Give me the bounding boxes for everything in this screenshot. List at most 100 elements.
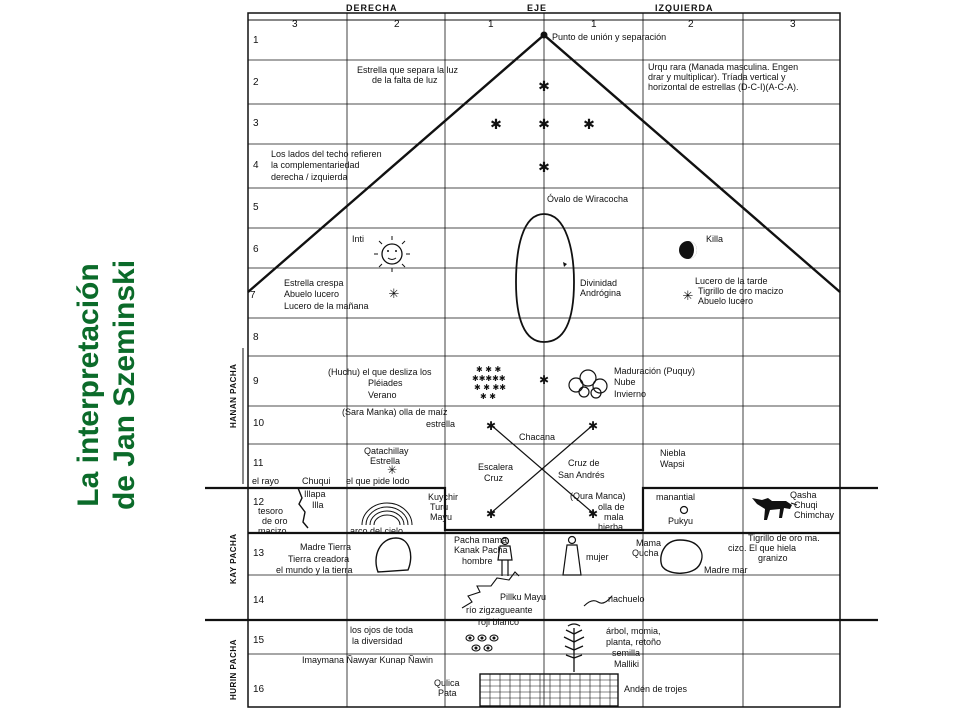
label-arco-cielo: arco del cielo [350,526,403,536]
label-pukyu: Pukyu [668,516,693,526]
roof-apex-point [540,31,548,39]
label-pacha-mama: Pacha mama [454,535,507,545]
label-nube: Nube [614,377,636,387]
label-ovalo: Óvalo de Wiracocha [547,194,628,204]
pleiades-icon: ✱ ✱ ✱ ✱✱✱✱✱ ✱ ✱ ✱✱ ✱ ✱ [472,365,506,401]
label-tigrillo-ma: Tigrillo de oro ma. [748,533,820,543]
label-chuqui: Chuqui [302,476,331,486]
label-turu: Turu [430,502,448,512]
label-abuelo-lucero-2: Abuelo lucero [698,296,753,306]
puma-icon [752,498,798,520]
zigzag-river-icon [461,571,520,609]
label-cruz: Cruz [484,473,504,483]
moon-icon [679,241,697,259]
label-mayu: Mayu [430,512,452,522]
label-qasha: Qasha [790,490,817,500]
title-line-1: La interpretación [72,263,105,506]
label-kuychir: Kuychir [428,492,458,502]
sea-icon [660,539,703,574]
label-urqu-1: Urqu rara (Manada masculina. Engen [648,62,798,72]
label-qulica: Qulica [434,678,460,688]
label-tigrillo-oro: Tigrillo de oro macizo [698,286,783,296]
earth-icon [375,537,412,573]
label-hombre: hombre [462,556,493,566]
label-planta-retono: planta, retoño [606,637,661,647]
lightning-icon [297,487,309,529]
label-androgina: Andrógina [580,288,621,298]
row-number: 4 [253,160,259,171]
label-ojos-toda: los ojos de toda [350,625,413,635]
column-label: 3 [790,19,796,30]
label-escalera: Escalera [478,462,513,472]
label-madre-mar: Madre mar [704,565,748,575]
wiracocha-oval [515,213,575,343]
star-icon: ✱ [588,419,598,433]
header-right: IZQUIERDA [655,3,714,13]
rainbow-icon [361,502,413,526]
label-riachuelo: riachuelo [608,594,645,604]
label-lucero-manana: Lucero de la mañana [284,301,369,311]
row-number: 13 [253,548,265,559]
label-pata: Pata [438,688,457,698]
label-madre-tierra: Madre Tierra [300,542,351,552]
label-chimchay: Chimchay [794,510,835,520]
label-chacana: Chacana [519,432,555,442]
label-urqu-3: horizontal de estrellas (D-C-I)(A-C-A). [648,82,799,92]
label-pide-lodo: el que pide lodo [346,476,410,486]
label-diversidad: la diversidad [352,636,403,646]
label-illapa: Illapa [304,489,326,499]
label-punto-union: Punto de unión y separación [552,32,666,42]
grid-columns [346,13,744,707]
column-label: 1 [488,19,494,30]
label-pillku-mayu: Pillku Mayu [500,592,546,602]
star-icon: ✳ [387,463,397,477]
label-kanak-pacha: Kanak Pacha [454,545,508,555]
label-qatachillay: Qatachillay [364,446,409,456]
storehouse-grid-icon [479,673,619,707]
column-label: 1 [591,19,597,30]
label-divinidad: Divinidad [580,278,617,288]
label-wapsi: Wapsi [660,459,685,469]
label-semilla: semilla [612,648,640,658]
star-icons: ✱ ✱ ✱ ✱ ✱ [490,79,595,176]
row-number: 14 [253,595,265,606]
row-number: 1 [253,35,259,46]
star-icon: ✱ [588,507,598,521]
grid-rows [248,59,840,655]
label-niebla: Niebla [660,448,686,458]
row-number: 7 [250,290,256,301]
label-san-andres: San Andrés [558,470,605,480]
star-icon: ✱ [538,117,550,133]
sun-icon [374,236,410,272]
woman-icon [562,535,582,576]
row-number: 10 [253,418,265,429]
label-killa: Killa [706,234,723,244]
man-icon [497,536,513,576]
label-estrella-sara: estrella [426,419,455,429]
section-kay-pacha: KAY PACHA [229,533,238,584]
row-number: 6 [253,244,259,255]
label-lucero-tarde: Lucero de la tarde [695,276,768,286]
svg-text:✱ ✱ ✱: ✱ ✱ ✱ [476,365,501,374]
label-urqu-2: drar y multiplicar). Tríada vertical y [648,72,786,82]
label-qura-manca: (Qura Manca) [570,491,626,501]
star-icons: ✱ ✱ ✱ ✱ [486,419,598,521]
label-mujer: mujer [586,552,609,562]
svg-text:✱ ✱: ✱ ✱ [480,392,496,401]
star-icon: ✱ [486,419,496,433]
row-number: 2 [253,77,259,88]
label-lados-2: la complementariedad [271,160,360,170]
label-sara-manka: (Sara Manka) olla de maíz [342,407,448,417]
label-chuqi: Chuqi [794,500,818,510]
column-label: 2 [394,19,400,30]
oval-mark [563,262,567,267]
star-icon: ✱ [490,117,502,133]
stream-icon [583,595,613,607]
star-icon: ✱ [539,373,549,387]
label-illa: Illa [312,500,324,510]
star-icon: ✱ [538,79,550,95]
svg-text:✱✱✱✱✱: ✱✱✱✱✱ [472,374,506,383]
label-verano: Verano [368,390,397,400]
row-numbers: 1 2 3 4 5 6 7 8 9 10 11 12 13 14 15 16 [250,35,265,695]
